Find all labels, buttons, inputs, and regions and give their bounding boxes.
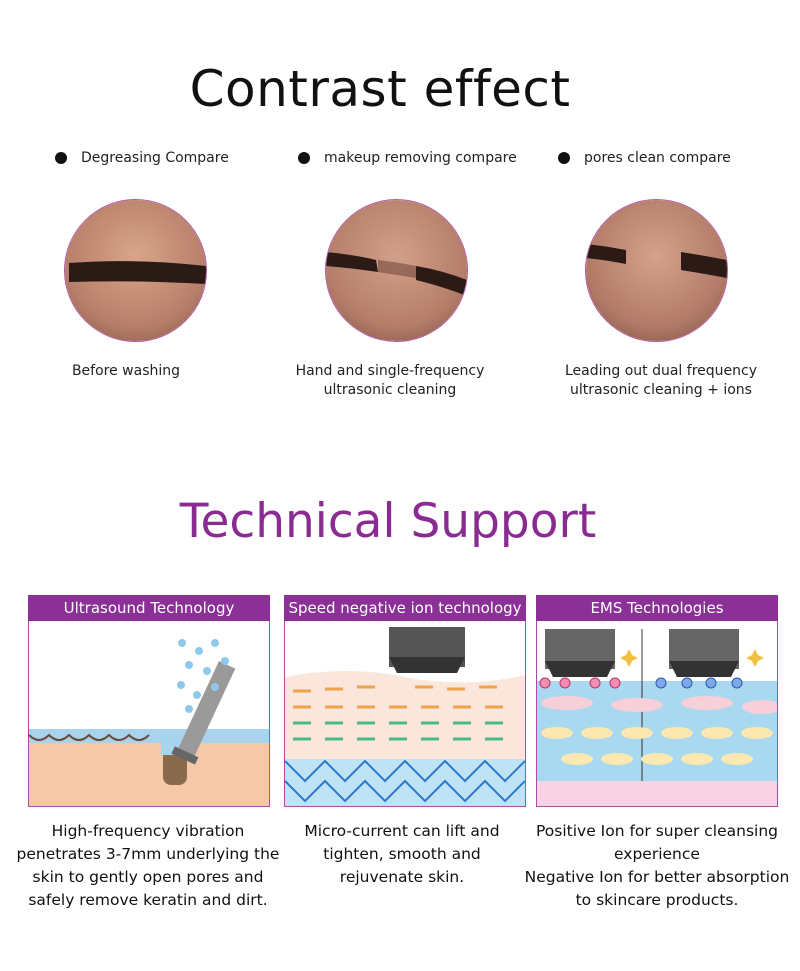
- compare-header-label: makeup removing compare: [324, 150, 517, 166]
- compare-header-label: pores clean compare: [584, 150, 731, 166]
- description-line: to skincare products.: [575, 891, 739, 909]
- description-line: Positive Ion for super cleansing: [535, 822, 779, 840]
- compare-header-label: Degreasing Compare: [81, 150, 229, 166]
- caption-line: ultrasonic cleaning: [323, 382, 457, 398]
- bullet-icon: [55, 152, 67, 164]
- ems-illustration: [536, 621, 778, 807]
- negative-ion-illustration: [284, 621, 526, 807]
- caption-line: Leading out dual frequency: [564, 363, 757, 379]
- description-line: Micro-current can lift and: [304, 822, 500, 840]
- panel-header: EMS Technologies: [536, 595, 778, 621]
- description-line: skin to gently open pores and: [32, 868, 264, 886]
- contrast-title: Contrast effect: [189, 60, 571, 118]
- compare-header-makeup: makeup removing compare: [298, 150, 517, 172]
- caption-line: ultrasonic cleaning + ions: [570, 382, 752, 398]
- bullet-icon: [558, 152, 570, 164]
- compare-header-degreasing: Degreasing Compare: [55, 150, 229, 172]
- panel-ems: EMS Technologies: [536, 595, 778, 809]
- ultrasound-illustration: [28, 621, 270, 807]
- description-line: Negative Ion for better absorption: [524, 868, 790, 886]
- description-line: tighten, smooth and: [323, 845, 481, 863]
- caption-before-washing: Before washing: [16, 362, 236, 381]
- caption-single-frequency: Hand and single-frequency ultrasonic cle…: [280, 362, 500, 400]
- bullet-icon: [298, 152, 310, 164]
- skin-photo-dual-frequency: [585, 199, 728, 342]
- caption-dual-frequency: Leading out dual frequency ultrasonic cl…: [551, 362, 771, 400]
- panel-header: Ultrasound Technology: [28, 595, 270, 621]
- panel-header: Speed negative ion technology: [284, 595, 526, 621]
- skin-photo-before: [64, 199, 207, 342]
- description-line: penetrates 3-7mm underlying the: [16, 845, 280, 863]
- skin-photo-single-frequency: [325, 199, 468, 342]
- ultrasound-description: High-frequency vibration penetrates 3-7m…: [10, 820, 286, 912]
- description-line: safely remove keratin and dirt.: [28, 891, 268, 909]
- caption-line: Before washing: [71, 363, 181, 379]
- ems-description: Positive Ion for super cleansing experie…: [518, 820, 796, 912]
- description-line: rejuvenate skin.: [339, 868, 465, 886]
- description-line: experience: [614, 845, 700, 863]
- compare-header-pores: pores clean compare: [558, 150, 731, 172]
- caption-line: Hand and single-frequency: [295, 363, 485, 379]
- technical-title: Technical Support: [179, 494, 597, 549]
- description-line: High-frequency vibration: [51, 822, 245, 840]
- panel-ultrasound: Ultrasound Technology: [28, 595, 270, 809]
- panel-negative-ion: Speed negative ion technology: [284, 595, 526, 809]
- negative-ion-description: Micro-current can lift and tighten, smoo…: [286, 820, 518, 889]
